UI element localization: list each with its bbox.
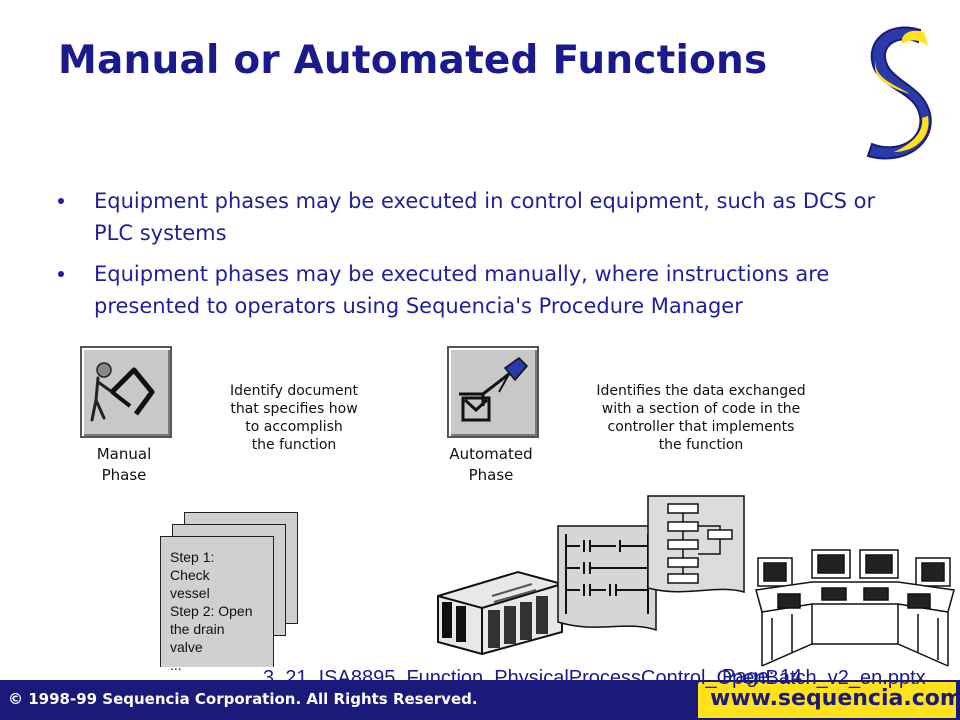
footer-file-name: 3_21_ISA8895_Function_PhysicalProcessCon… [263,667,926,689]
automated-phase-icon [447,346,539,438]
flowchart-icon [647,495,745,593]
bullet-text: Equipment phases may be executed in cont… [94,189,876,245]
footer-copyright: © 1998-99 Sequencia Corporation. All Rig… [8,690,478,708]
bullet-item: Equipment phases may be executed in cont… [58,185,878,249]
sequencia-logo-icon [866,26,932,160]
document-instructions: Step 1: Check vessel Step 2: Open the dr… [170,549,253,673]
bullet-icon [58,271,64,277]
footer-url-link[interactable]: www.sequencia.com [710,686,960,711]
automated-phase-description: Identifies the data exchanged with a sec… [596,383,806,453]
bullet-text: Equipment phases may be executed manuall… [94,262,830,318]
ladder-logic-icon [557,525,657,632]
slide-title: Manual or Automated Functions [58,38,768,83]
footer-url-box [698,682,956,718]
bullet-icon [58,198,64,204]
footer-page-number: Page: 14 [722,666,803,688]
bullet-item: Equipment phases may be executed manuall… [58,258,878,322]
manual-phase-label: Manual Phase [96,445,152,484]
control-room-icon [755,549,955,667]
manual-phase-icon [80,346,172,438]
plc-rack-icon [437,570,563,656]
manual-phase-description: Identify document that specifies how to … [230,383,358,453]
automated-phase-label: Automated Phase [449,445,533,484]
